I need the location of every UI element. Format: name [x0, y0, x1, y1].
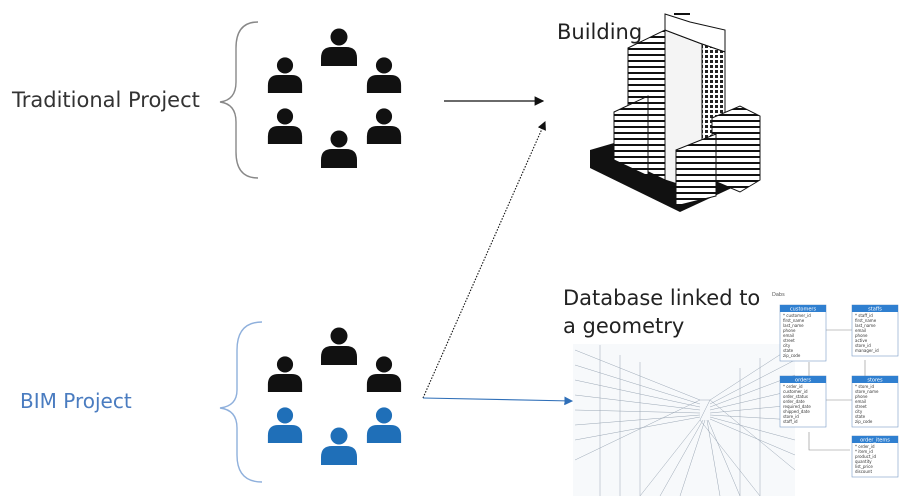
entity-field: shipped_date: [783, 409, 810, 414]
entity-field: street: [783, 338, 795, 343]
bim-people: [267, 327, 402, 465]
person-icon: [366, 356, 402, 392]
entity-field: last_name: [855, 323, 876, 328]
geometry-render: [573, 344, 796, 497]
entity-field: product_id: [855, 454, 876, 459]
person-icon: [366, 57, 402, 93]
traditional-people: [267, 28, 402, 168]
person-icon: [366, 108, 402, 144]
entity-field: email: [855, 328, 866, 333]
entity-customers: customers* customer_idfirst_namelast_nam…: [779, 304, 827, 362]
person-icon: [321, 28, 357, 66]
entity-staffs: staffs* staff_idfirst_namelast_nameemail…: [851, 304, 899, 357]
entity-field: zip_code: [783, 353, 801, 358]
diagram-title: Dabs: [772, 292, 785, 298]
entity-title: stores: [867, 377, 883, 383]
traditional-project-label: Traditional Project: [12, 88, 200, 112]
person-icon: [321, 327, 357, 365]
entity-field: * customer_id: [783, 313, 811, 318]
building-label: Building: [557, 20, 643, 44]
entity-orders: orders* order_idcustomer_idorder_statuso…: [779, 375, 827, 428]
entity-field: customer_id: [783, 389, 808, 394]
entity-field: * item_id: [855, 449, 873, 454]
person-icon: [321, 130, 357, 168]
person-icon: [366, 407, 402, 443]
entity-field: store_id: [783, 414, 799, 419]
entity-field: manager_id: [855, 348, 879, 353]
person-icon: [267, 356, 303, 392]
bim-to-building-arrow: [422, 120, 546, 399]
entity-field: * staff_id: [855, 313, 873, 318]
entity-field: state: [855, 414, 866, 419]
entity-field: city: [783, 343, 791, 348]
database-label: Database linked to a geometry: [563, 286, 761, 338]
database-diagram: Dabs customers* customer_idfirst_namelas…: [772, 292, 899, 478]
bim-brace: [219, 321, 263, 483]
entity-field: email: [855, 399, 866, 404]
person-icon: [321, 427, 357, 465]
entity-title: customers: [790, 306, 817, 312]
entity-field: staff_id: [783, 419, 798, 424]
entity-field: * order_id: [855, 444, 875, 449]
entity-field: order_date: [783, 399, 805, 404]
entity-field: store_name: [855, 389, 879, 394]
entity-field: * store_id: [855, 384, 875, 389]
traditional-brace: [219, 21, 259, 179]
bim-to-database-arrow: [422, 396, 574, 406]
entity-title: orders: [795, 377, 811, 383]
entity-field: list_price: [855, 464, 873, 469]
entity-field: required_date: [783, 404, 811, 409]
building-icon: [590, 13, 761, 212]
entity-field: phone: [783, 328, 796, 333]
entity-title: staffs: [868, 306, 882, 312]
entity-field: phone: [855, 394, 868, 399]
entity-title: order_items: [860, 437, 890, 443]
entity-field: street: [855, 404, 867, 409]
person-icon: [267, 407, 303, 443]
entity-field: phone: [855, 333, 868, 338]
entity-field: discount: [855, 469, 872, 474]
entity-field: city: [855, 409, 863, 414]
person-icon: [267, 108, 303, 144]
person-icon: [267, 57, 303, 93]
entity-field: email: [783, 333, 794, 338]
entity-field: zip_code: [855, 419, 873, 424]
entity-stores: stores* store_idstore_namephoneemailstre…: [851, 375, 899, 428]
entity-field: first_name: [783, 318, 805, 323]
entity-field: last_name: [783, 323, 804, 328]
entity-field: store_id: [855, 343, 871, 348]
entity-field: active: [855, 338, 868, 343]
bim-project-label: BIM Project: [20, 389, 132, 413]
entity-field: first_name: [855, 318, 877, 323]
entity-field: * order_id: [783, 384, 803, 389]
entity-order-items: order_items* order_id* item_idproduct_id…: [851, 435, 899, 478]
entity-field: order_status: [783, 394, 808, 399]
entity-field: quantity: [855, 459, 872, 464]
entity-field: state: [783, 348, 794, 353]
